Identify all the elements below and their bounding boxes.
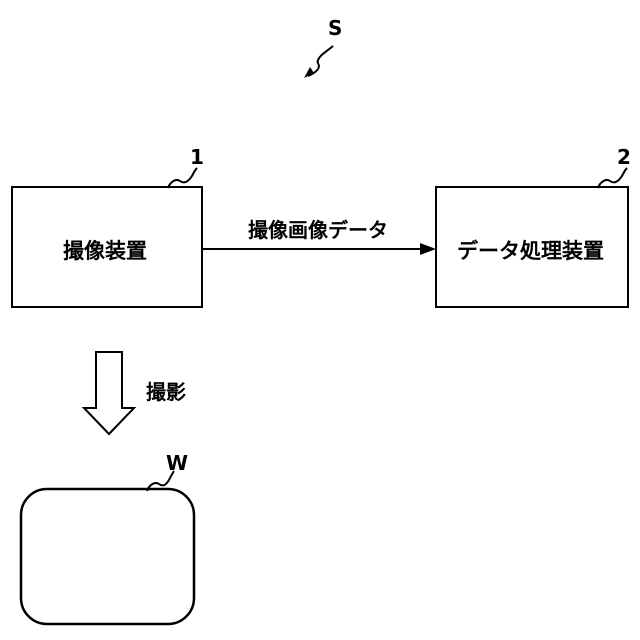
workpiece-ref: W bbox=[166, 451, 188, 475]
imaging-device-ref: 1 bbox=[190, 145, 204, 169]
imaging-device-label: 撮像装置 bbox=[63, 235, 147, 265]
data-processor-leader bbox=[598, 168, 627, 188]
data-processor-label: データ処理装置 bbox=[457, 235, 604, 265]
data-arrow-label: 撮像画像データ bbox=[248, 214, 388, 243]
capture-arrow bbox=[84, 352, 134, 434]
data-processor-ref: 2 bbox=[617, 145, 631, 169]
capture-label: 撮影 bbox=[146, 376, 186, 405]
imaging-device-leader bbox=[168, 168, 197, 188]
system-ref-label: S bbox=[328, 16, 342, 40]
data-arrow-head bbox=[420, 243, 436, 255]
workpiece-shape bbox=[21, 489, 194, 624]
